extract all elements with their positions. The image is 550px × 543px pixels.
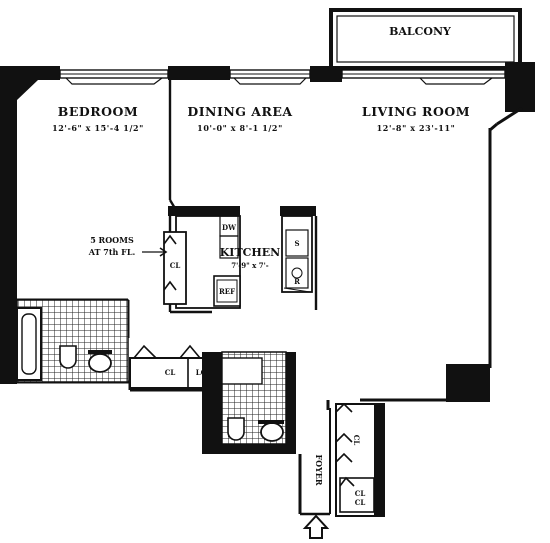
sink-label: S <box>294 239 299 248</box>
foyer-closet-label: CL <box>352 435 361 446</box>
note-arrow-icon <box>159 247 168 257</box>
foyer-closets: CL CL CL <box>335 402 385 517</box>
bedroom-closet-label: CL <box>170 261 181 270</box>
rooms-note-line2: AT 7th FL. <box>88 247 136 257</box>
windows <box>59 69 506 85</box>
living-room-label: LIVING ROOM <box>362 104 470 119</box>
bathroom-2 <box>202 351 296 454</box>
coat-closet-label: CL <box>355 489 366 498</box>
foyer: FOYER <box>298 400 331 516</box>
bedroom-label: BEDROOM <box>58 104 138 119</box>
refrigerator-label: REF <box>219 287 235 296</box>
living-room-dimensions: 12'-8" x 23'-11" <box>377 123 456 133</box>
hall-closet-2-label: LC <box>196 368 207 377</box>
kitchen-dimensions: 7'-9" x 7'- <box>231 261 268 270</box>
kitchen: DW REF S R CL <box>163 215 313 309</box>
dining-area-label: DINING AREA <box>187 104 292 119</box>
range-label: R <box>294 277 300 286</box>
foyer-label: FOYER <box>314 454 324 485</box>
structural-column <box>450 366 490 402</box>
dishwasher-label: DW <box>222 223 236 232</box>
rooms-note-line1: 5 ROOMS <box>90 235 134 245</box>
hall-closets: CL LC <box>129 344 213 389</box>
dining-area-dimensions: 10'-0" x 8'-1 1/2" <box>197 123 283 133</box>
bathroom-1 <box>16 299 129 383</box>
entry-arrow-icon <box>302 514 330 539</box>
balcony-label: BALCONY <box>389 25 451 38</box>
bedroom-dimensions: 12'-6" x 15'-4 1/2" <box>52 123 144 133</box>
coat-closet-sub-label: CL <box>355 498 366 507</box>
kitchen-label: KITCHEN <box>220 246 280 259</box>
hall-closet-1-label: CL <box>165 368 176 377</box>
balcony: BALCONY <box>329 8 522 70</box>
